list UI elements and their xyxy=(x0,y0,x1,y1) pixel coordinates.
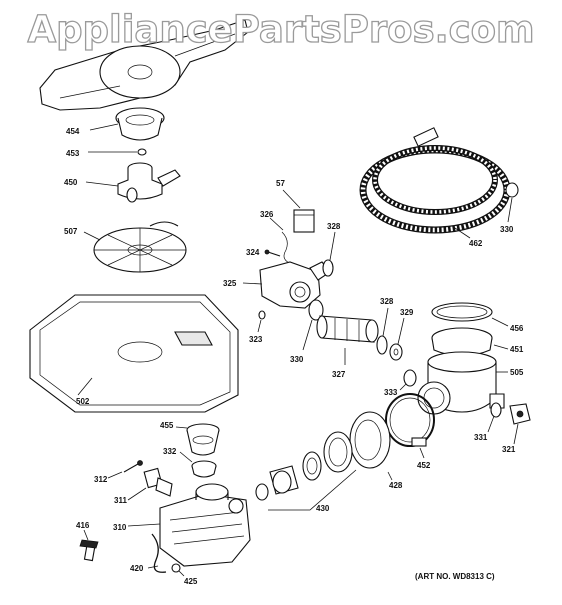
callout-311: 311 xyxy=(114,496,127,505)
callout-329: 329 xyxy=(400,308,414,317)
callout-505: 505 xyxy=(510,368,524,377)
callout-416: 416 xyxy=(76,521,90,530)
part-331 xyxy=(487,402,502,433)
part-456 xyxy=(431,302,509,327)
spray-arm xyxy=(39,19,249,111)
callout-425: 425 xyxy=(184,577,198,586)
part-502 xyxy=(29,294,239,413)
part-330-hose xyxy=(505,182,519,223)
callout-451: 451 xyxy=(510,345,524,354)
callout-325: 325 xyxy=(223,279,237,288)
callout-312: 312 xyxy=(94,475,108,484)
part-505 xyxy=(417,351,508,415)
part-420 xyxy=(147,533,167,573)
part-333 xyxy=(399,369,417,391)
part-330-pump xyxy=(302,299,324,351)
callout-310: 310 xyxy=(113,523,127,532)
part-507 xyxy=(83,221,187,273)
part-428 xyxy=(349,411,393,481)
part-323 xyxy=(257,310,266,333)
callout-456: 456 xyxy=(510,324,524,333)
callout-455: 455 xyxy=(160,421,174,430)
part-451 xyxy=(431,327,509,357)
part-328-lower xyxy=(376,307,389,355)
part-329 xyxy=(389,317,405,361)
callout-331: 331 xyxy=(474,433,488,442)
part-455 xyxy=(175,423,220,456)
part-326 xyxy=(269,217,293,265)
callout-326: 326 xyxy=(260,210,274,219)
callout-332: 332 xyxy=(163,447,177,456)
art-number: (ART NO. WD8313 C) xyxy=(415,572,495,581)
callout-430: 430 xyxy=(316,504,330,513)
part-416 xyxy=(79,529,99,562)
callout-324: 324 xyxy=(246,248,260,257)
callout-57: 57 xyxy=(276,179,285,188)
part-453 xyxy=(88,148,147,156)
part-312 xyxy=(107,460,143,479)
part-57 xyxy=(282,189,315,233)
callout-330-hose: 330 xyxy=(500,225,514,234)
callout-420: 420 xyxy=(130,564,144,573)
part-425 xyxy=(171,563,185,577)
part-311 xyxy=(127,467,173,501)
callout-454: 454 xyxy=(66,127,80,136)
callout-323: 323 xyxy=(249,335,263,344)
part-430 xyxy=(255,431,357,511)
part-332 xyxy=(179,451,217,478)
callout-328-lower: 328 xyxy=(380,297,394,306)
part-328-upper xyxy=(322,231,336,277)
callout-428: 428 xyxy=(389,481,403,490)
part-321 xyxy=(509,403,531,445)
callout-453: 453 xyxy=(66,149,80,158)
part-450 xyxy=(85,162,181,203)
part-454 xyxy=(89,107,165,141)
part-310 xyxy=(127,483,251,567)
callout-321: 321 xyxy=(502,445,516,454)
callout-330-pump: 330 xyxy=(290,355,304,364)
part-452 xyxy=(385,393,435,459)
part-327 xyxy=(316,315,379,365)
callout-450: 450 xyxy=(64,178,78,187)
part-324 xyxy=(264,249,281,257)
callout-333: 333 xyxy=(384,388,398,397)
callout-462: 462 xyxy=(469,239,483,248)
callout-452: 452 xyxy=(417,461,431,470)
callout-328-upper: 328 xyxy=(327,222,341,231)
part-462 xyxy=(359,127,511,239)
callout-507: 507 xyxy=(64,227,78,236)
watermark-text: AppliancePartsPros.com xyxy=(27,7,535,51)
callout-502: 502 xyxy=(76,397,90,406)
callout-327: 327 xyxy=(332,370,346,379)
